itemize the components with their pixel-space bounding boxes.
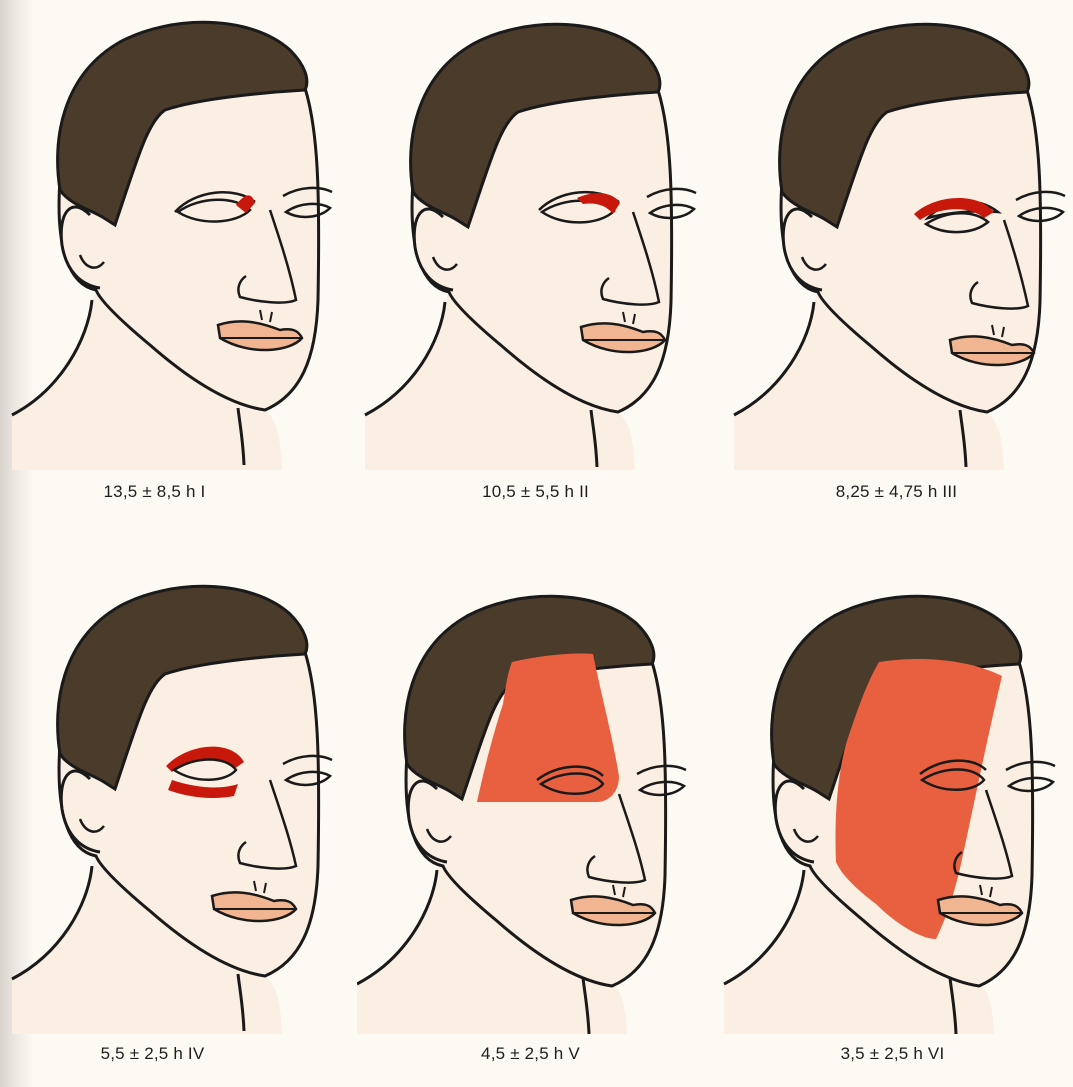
- face-illustration-6: [716, 544, 1073, 1034]
- exposure-time-caption: 3,5 ± 2,5 h VI: [714, 1044, 1071, 1064]
- panel-stage-2: 10,5 ± 5,5 h II: [357, 0, 714, 543]
- face-illustration-3: [716, 0, 1073, 470]
- face-illustration-4: [0, 544, 357, 1034]
- exposure-time-caption: 5,5 ± 2,5 h IV: [0, 1044, 331, 1064]
- face-illustration-5: [357, 544, 714, 1034]
- panel-stage-4: 5,5 ± 2,5 h IV: [0, 544, 357, 1087]
- face-illustration-2: [357, 0, 714, 470]
- panel-stage-6: 3,5 ± 2,5 h VI: [716, 544, 1073, 1087]
- exposure-time-caption: 13,5 ± 8,5 h I: [0, 482, 333, 502]
- panel-stage-5: 4,5 ± 2,5 h V: [357, 544, 714, 1087]
- panel-stage-1: 13,5 ± 8,5 h I: [0, 0, 357, 543]
- exposure-time-caption: 8,25 ± 4,75 h III: [718, 482, 1073, 502]
- face-illustration-1: [0, 0, 357, 470]
- panel-stage-3: 8,25 ± 4,75 h III: [716, 0, 1073, 543]
- exposure-time-caption: 4,5 ± 2,5 h V: [352, 1044, 709, 1064]
- exposure-time-caption: 10,5 ± 5,5 h II: [357, 482, 714, 502]
